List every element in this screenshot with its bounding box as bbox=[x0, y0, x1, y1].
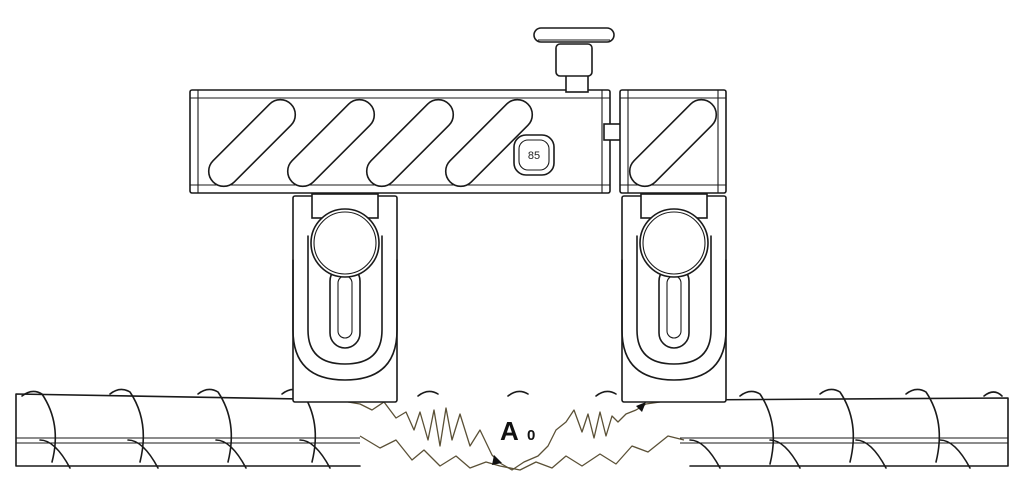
arm-slot-5 bbox=[628, 98, 718, 188]
left-clamp-slot bbox=[329, 265, 361, 349]
crack-label-subscript: 0 bbox=[527, 427, 535, 444]
crack-label: A bbox=[500, 416, 519, 446]
arm-slot-1 bbox=[207, 98, 297, 188]
crack-arrow-left-icon bbox=[492, 455, 502, 465]
crack-lower-line bbox=[359, 435, 685, 471]
rebar-right-segment bbox=[679, 397, 1009, 467]
arm-slot-3 bbox=[365, 98, 455, 188]
crack-upper-line bbox=[347, 401, 661, 471]
pin-stem bbox=[555, 43, 593, 77]
crack-arrow-right-icon bbox=[636, 402, 646, 412]
right-clamp-knob-icon bbox=[639, 208, 709, 278]
right-clamp-slot bbox=[658, 265, 690, 349]
crack-zone: A 0 bbox=[347, 401, 685, 471]
main-arm-slots bbox=[207, 98, 534, 188]
right-clamp bbox=[621, 193, 727, 403]
left-clamp bbox=[292, 193, 398, 403]
gauge-badge: 85 bbox=[513, 134, 555, 176]
secondary-arm bbox=[619, 89, 727, 194]
main-arm: 85 bbox=[189, 89, 625, 194]
pin-head-icon bbox=[533, 27, 615, 43]
adjustment-pin bbox=[533, 27, 615, 93]
gauge-badge-value: 85 bbox=[528, 150, 540, 162]
rebar-left-segment bbox=[15, 393, 361, 467]
left-clamp-knob-icon bbox=[310, 208, 380, 278]
arm-slot-4 bbox=[444, 98, 534, 188]
arm-slot-2 bbox=[286, 98, 376, 188]
